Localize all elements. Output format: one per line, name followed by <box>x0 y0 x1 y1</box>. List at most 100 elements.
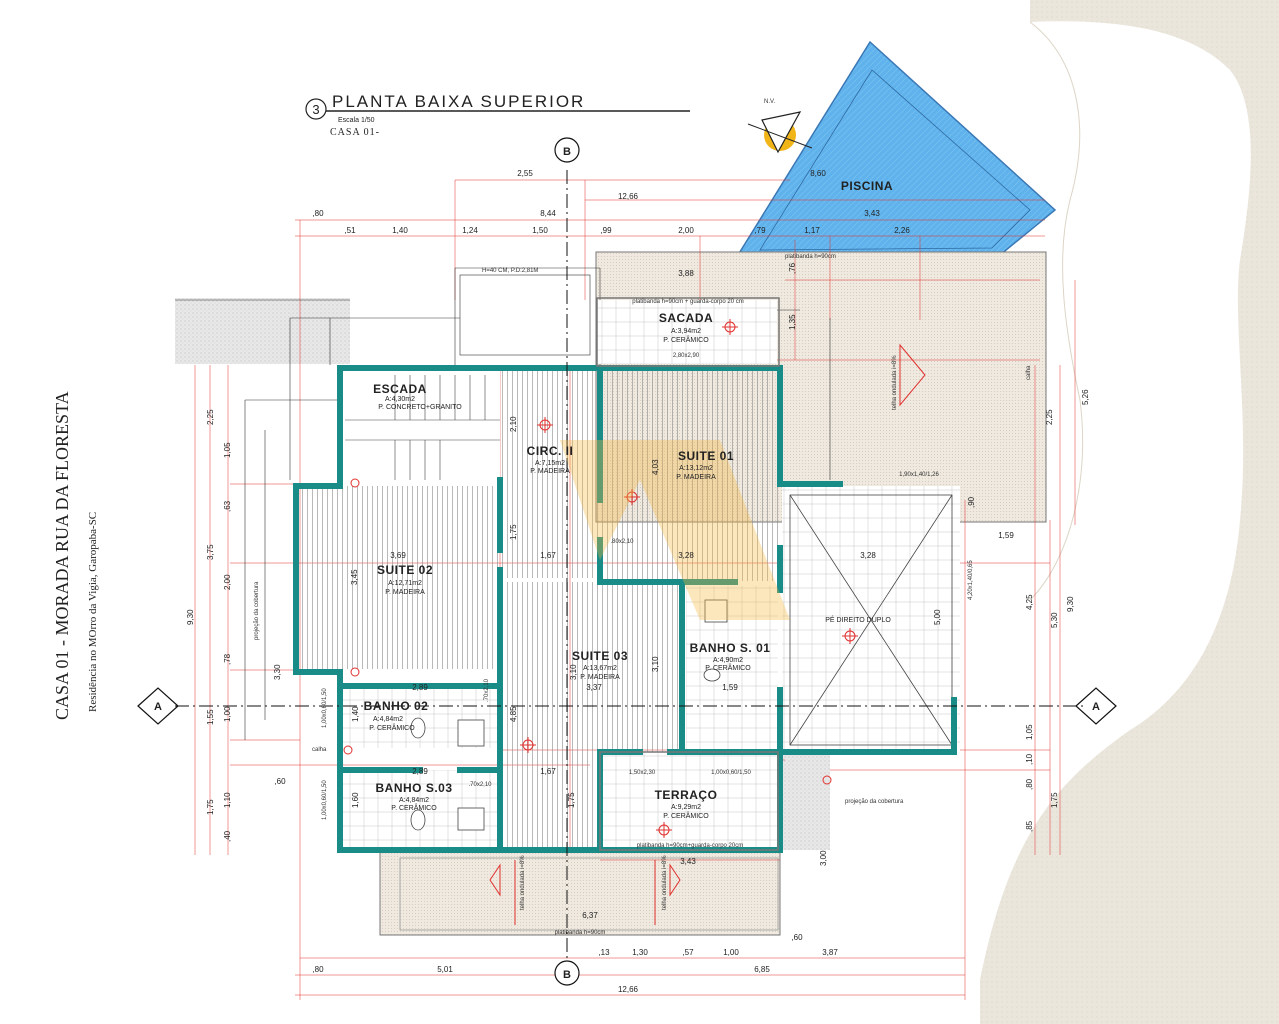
dim-bot2: 5,01 <box>437 965 453 974</box>
title-scale: Escala 1/50 <box>338 117 375 124</box>
sand-area <box>980 0 1279 1024</box>
note-projecao-left: projeção da cobertura <box>254 581 260 640</box>
dim-top5: 3,43 <box>864 209 880 218</box>
terraco-floor <box>600 752 778 850</box>
dim-bot3: 6,85 <box>754 965 770 974</box>
stair-steps <box>345 375 500 480</box>
banho01-floor <box>686 586 778 750</box>
room-suite02-floor: P. MADEIRA <box>385 589 425 596</box>
dim-bot11: 3,00 <box>819 850 828 866</box>
watermark-logo <box>560 440 790 620</box>
note-calha-left: calha <box>312 747 327 753</box>
room-circ-area: A:7,15m2 <box>535 460 565 467</box>
note-platibanda-top: platibanda h=90cm + guarda-corpo 20 cm <box>632 299 743 305</box>
dim-top12: 2,00 <box>678 226 694 235</box>
dim-top1: 2,55 <box>517 169 533 178</box>
dim-b1: 1,59 <box>722 683 738 692</box>
title-number-circle <box>305 98 327 120</box>
suite01-floor <box>600 368 778 581</box>
double-height-cross <box>789 494 953 746</box>
dim-l3: 1,05 <box>223 442 232 458</box>
room-terraco-floor: P. CERÂMICO <box>663 811 709 820</box>
room-banho01-area: A:4,90m2 <box>713 657 743 664</box>
title-casa: CASA 01- <box>330 127 380 138</box>
dim-b6: 1,60 <box>351 792 360 808</box>
dim-l6: 2,00 <box>223 574 232 590</box>
dim-bot7: 1,30 <box>632 948 648 957</box>
terrain-strip <box>175 298 350 364</box>
dim-bot5: 12,66 <box>618 985 639 994</box>
dim-l12: ,40 <box>223 830 232 842</box>
dim-bot9: 1,00 <box>723 948 739 957</box>
suite02-floor <box>300 486 498 669</box>
parapets <box>596 297 780 851</box>
dim-mid2: 1,67 <box>540 551 556 560</box>
dim-top3: 8,60 <box>810 169 826 178</box>
dim-t1: 3,43 <box>680 857 696 866</box>
dim-s3c: 3,10 <box>651 656 660 672</box>
room-banho01-floor: P. CERÂMICO <box>705 663 751 672</box>
dim-b8: 1,75 <box>567 792 576 808</box>
tag-w4: 1,00x0,60/1,50 <box>711 770 751 776</box>
dim-top13: ,79 <box>754 226 766 235</box>
room-terraco-area: A:9,29m2 <box>671 804 701 811</box>
room-sacada-area: A:3,94m2 <box>671 328 701 335</box>
dim-mid1: 3,69 <box>390 551 406 560</box>
note-platibanda-right: platibanda h=90cm <box>785 254 836 260</box>
suite03-floor <box>500 582 682 752</box>
section-markers <box>137 137 1117 986</box>
note-telha-bottom-left: telha ondulada i=8% <box>520 855 526 910</box>
section-a-right: A <box>1092 701 1100 713</box>
side-subtitle: Residência no MOrro da Vigia, Garopaba-S… <box>87 512 99 712</box>
room-terraco: TERRAÇO <box>655 788 718 802</box>
note-telha-bottom-right: telha ondulada i=8% <box>662 855 668 910</box>
dim-b2: 2,89 <box>412 683 428 692</box>
tag-w3: 1,50x2,30 <box>629 770 656 776</box>
roof-slope-symbols <box>489 343 926 925</box>
room-suite01-area: A:13,12m2 <box>679 465 713 472</box>
dim-r4: 1,59 <box>998 531 1014 540</box>
section-a-left: A <box>154 701 162 713</box>
dim-top6: ,80 <box>312 209 324 218</box>
dim-rr5: ,10 <box>1025 753 1034 765</box>
dim-top10: 1,50 <box>532 226 548 235</box>
dim-l7: ,78 <box>223 653 232 665</box>
room-circ: CIRC. II <box>527 444 574 458</box>
room-banho03: BANHO S.03 <box>375 781 452 795</box>
dim-rr2: 5,30 <box>1050 612 1059 628</box>
tag-w10: 4,20x1,40/0,65 <box>968 560 974 600</box>
section-b-top: B <box>563 146 571 158</box>
room-suite01: SUITE 01 <box>678 449 734 463</box>
level-markers <box>343 319 858 838</box>
dim-sac1: 3,88 <box>678 269 694 278</box>
tag-w5: 1,00x0,60/1,50 <box>322 688 328 728</box>
room-pe-direito: PÉ DIREITO DUPLO <box>825 615 891 624</box>
dim-top9: 1,24 <box>462 226 478 235</box>
dim-l5: 3,75 <box>206 544 215 560</box>
pool-inner <box>759 69 1031 251</box>
dim-l1: 9,30 <box>186 609 195 625</box>
dim-s3d: 4,85 <box>509 706 518 722</box>
dim-l13: 3,30 <box>273 664 282 680</box>
note-telha-right: telha ondulada i=8% <box>892 355 898 410</box>
roof-bottom <box>379 849 781 936</box>
side-title: CASA 01 - MORADA RUA DA FLORESTA <box>52 391 72 720</box>
room-circ-floor: P. MADEIRA <box>530 468 570 475</box>
dim-top2: 12,66 <box>618 192 639 201</box>
room-sacada: SACADA <box>659 311 713 325</box>
note-projecao-right: projeção da cobertura <box>845 799 904 805</box>
tag-w2: 2,80x2,90 <box>673 353 700 359</box>
tag-w8: .80x2,10 <box>610 539 634 545</box>
pe-direito-floor <box>782 486 960 751</box>
note-calha-right: calha <box>1026 365 1032 380</box>
dim-top8: 1,40 <box>392 226 408 235</box>
room-escada-area: A:4,30m2 <box>385 396 415 403</box>
dim-l11: 1,10 <box>223 792 232 808</box>
room-suite03-area: A:13,67m2 <box>583 665 617 672</box>
room-banho02-area: A:4,84m2 <box>373 716 403 723</box>
dim-sac3: 1,35 <box>788 314 797 330</box>
dim-l8: 1,00 <box>223 706 232 722</box>
dim-bot6: ,13 <box>598 948 610 957</box>
dim-rr4: 1,05 <box>1025 724 1034 740</box>
